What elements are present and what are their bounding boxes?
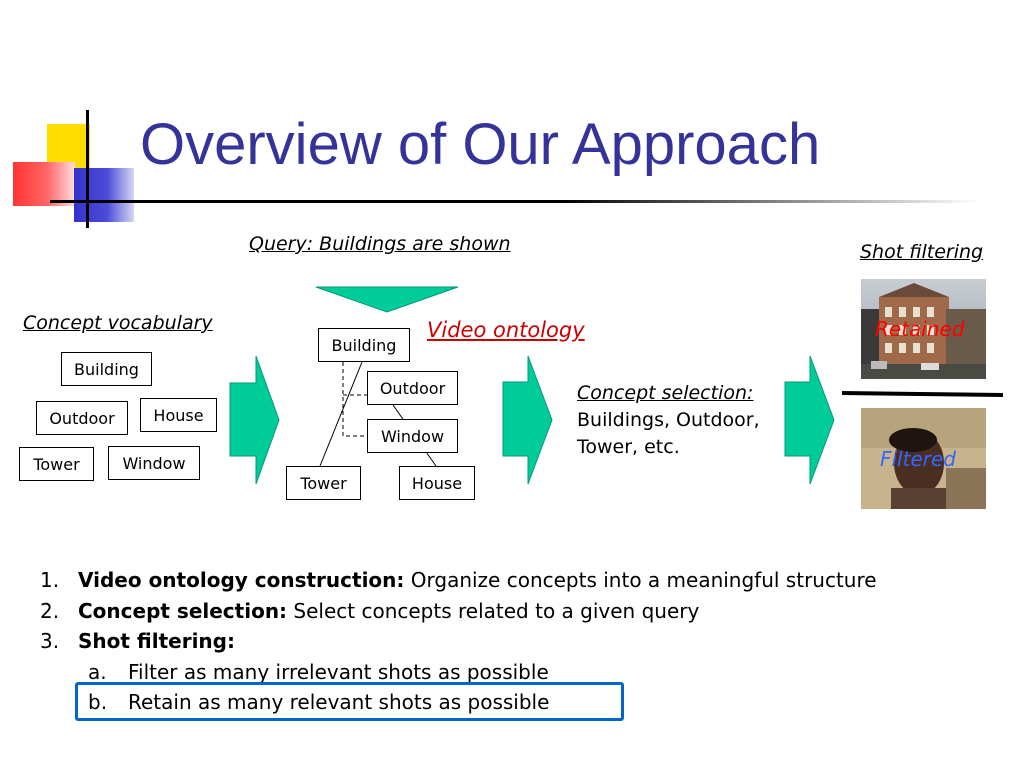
query-label: Query: Buildings are shown [249,233,511,255]
logo-red-square [13,162,75,206]
retained-label: Retained [875,317,965,341]
step-1: 1. Video ontology construction: Organize… [40,565,877,596]
ontology-tower: Tower [286,466,361,500]
slide-title: Overview of Our Approach [140,112,821,177]
vocab-building: Building [61,352,152,386]
substep-b: b. Retain as many relevant shots as poss… [40,687,877,718]
vocab-tower: Tower [19,447,94,481]
step-title: Concept selection: [78,598,288,623]
step-3: 3. Shot filtering: [40,626,877,657]
substep-letter: b. [88,690,108,714]
video-ontology-label: Video ontology [427,318,585,342]
filtered-label: Filtered [880,447,956,471]
right-arrow-3 [784,355,835,485]
step-number: 3. [40,629,60,653]
vocab-window: Window [108,446,200,480]
substep-text: Filter as many irrelevant shots as possi… [128,659,549,684]
step-number: 2. [40,598,60,623]
ontology-building: Building [318,328,410,362]
concept-vocabulary-label: Concept vocabulary [23,312,213,334]
step-number: 1. [40,568,60,592]
vocab-house: House [140,398,217,432]
concept-selection-label: Concept selection: [577,382,754,404]
logo-blue-square [74,168,134,222]
substep-text: Retain as many relevant shots as possibl… [128,690,550,714]
step-text: Select concepts related to a given query [287,598,700,623]
step-2: 2. Concept selection: Select concepts re… [40,596,877,627]
substep-a: a. Filter as many irrelevant shots as po… [40,657,877,688]
highlight-frame [75,682,624,721]
filtered-shot-image: Filtered [861,408,986,509]
ontology-window: Window [367,419,458,453]
concept-selection-line1: Buildings, Outdoor, [577,409,760,431]
steps-list: 1. Video ontology construction: Organize… [40,565,877,718]
step-title: Shot filtering: [78,629,235,653]
vocab-outdoor: Outdoor [36,401,128,435]
title-underline [50,200,980,203]
shot-divider [841,391,1004,397]
logo-vertical-line [86,110,89,228]
step-text: Organize concepts into a meaningful stru… [404,568,877,592]
right-arrow-1 [229,355,280,485]
retained-shot-image: Retained [861,279,986,379]
query-down-arrow [315,286,459,313]
substep-letter: a. [88,659,107,684]
shot-filtering-label: Shot filtering [860,241,984,263]
concept-selection-line2: Tower, etc. [577,436,680,458]
ontology-outdoor: Outdoor [367,371,458,405]
right-arrow-2 [502,355,553,485]
logo-yellow-square [47,124,90,169]
ontology-edge-building-tower [319,361,363,467]
ontology-house: House [399,466,475,500]
ontology-edge-dashed [342,362,367,437]
step-title: Video ontology construction: [78,568,405,592]
